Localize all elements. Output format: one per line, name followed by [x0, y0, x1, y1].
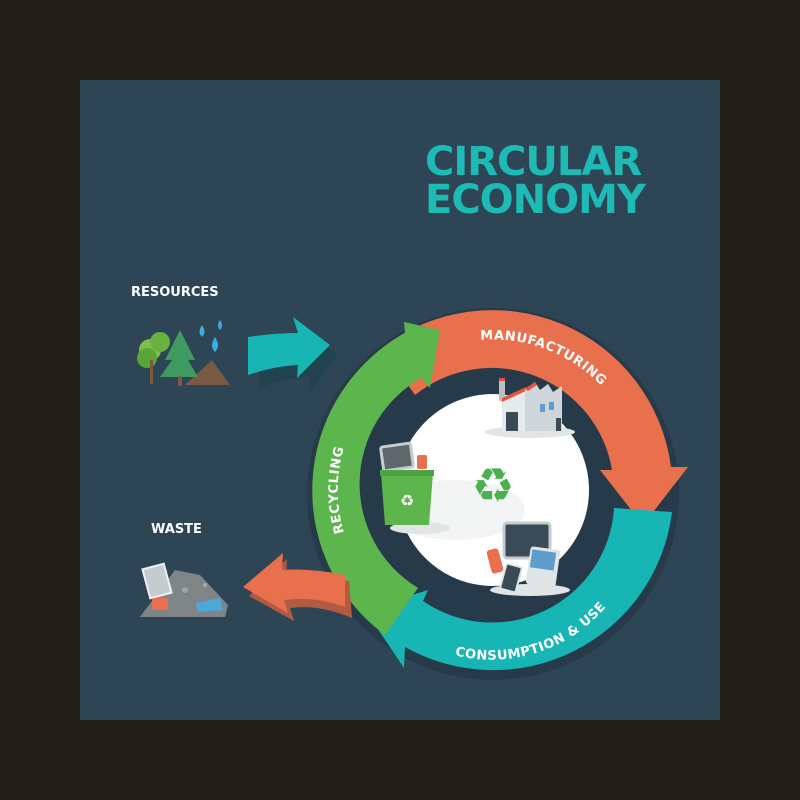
svg-text:♻: ♻	[400, 491, 414, 510]
stage-label-recycling: RECYCLING	[327, 445, 348, 536]
recycle-symbol-icon: ♻	[471, 458, 514, 514]
waste-arrow	[243, 553, 352, 621]
title-line-1: CIRCULAR	[425, 139, 642, 185]
waste-label: WASTE	[151, 522, 202, 537]
resources-icon	[137, 320, 230, 386]
factory-icon	[485, 378, 575, 438]
consumption-arrow	[365, 508, 672, 671]
recycle-bin-icon: ♻	[379, 441, 450, 534]
recycling-arrow	[312, 322, 440, 635]
resources-label: RESOURCES	[131, 285, 219, 300]
devices-icon	[486, 521, 570, 596]
resources-arrow	[248, 317, 338, 391]
manufacturing-arrow	[382, 310, 688, 525]
title-line-2: ECONOMY	[425, 177, 646, 223]
page-title: CIRCULAR ECONOMY	[425, 139, 646, 223]
water-drop-icon	[199, 325, 205, 337]
waste-icon	[140, 562, 228, 617]
svg-text:♻: ♻	[471, 458, 514, 514]
